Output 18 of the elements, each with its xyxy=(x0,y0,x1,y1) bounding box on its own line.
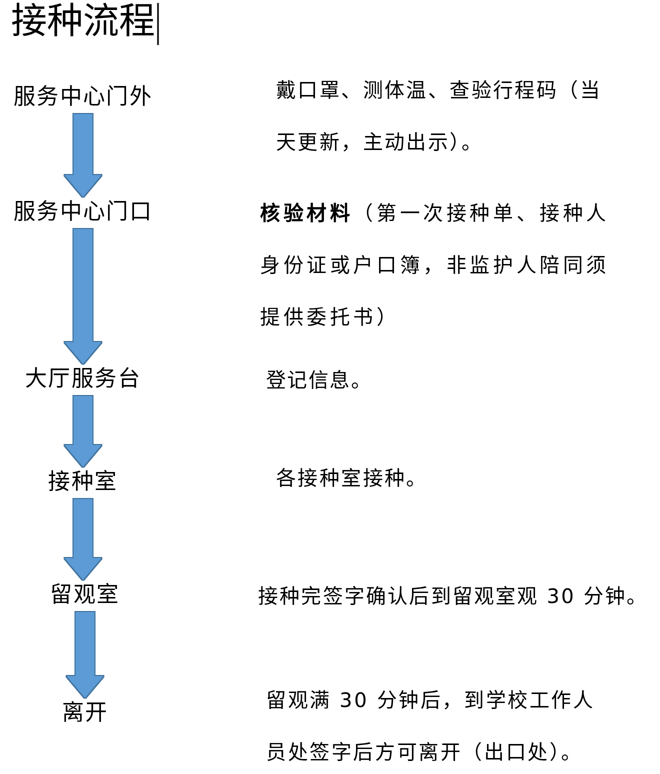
title: 接种流程 xyxy=(11,0,155,44)
step-description: 登记信息。 xyxy=(266,367,372,394)
step-label: 大厅服务台 xyxy=(25,366,141,394)
arrow xyxy=(64,229,102,364)
arrow xyxy=(64,396,102,467)
step-label: 服务中心门外 xyxy=(13,84,153,112)
step-description: 留观满 30 分钟后，到学校工作人员处签字后方可离开（出口处）。 xyxy=(266,687,596,766)
step-description: 接种完签字确认后到留观室观 30 分钟。 xyxy=(258,583,648,610)
step-description: 戴口罩、测体温、查验行程码（当天更新，主动出示）。 xyxy=(276,77,602,156)
step-label: 服务中心门口 xyxy=(13,199,153,227)
arrow xyxy=(64,114,102,197)
arrow xyxy=(66,612,104,698)
step-label: 离开 xyxy=(62,700,108,728)
step-description: 各接种室接种。 xyxy=(276,465,428,492)
step-label: 留观室 xyxy=(50,582,120,610)
step-description: 核验材料（第一次接种单、接种人身份证或户口簿，非监护人陪同须提供委托书） xyxy=(260,200,611,331)
step-label: 接种室 xyxy=(48,469,118,497)
arrow xyxy=(64,499,102,580)
